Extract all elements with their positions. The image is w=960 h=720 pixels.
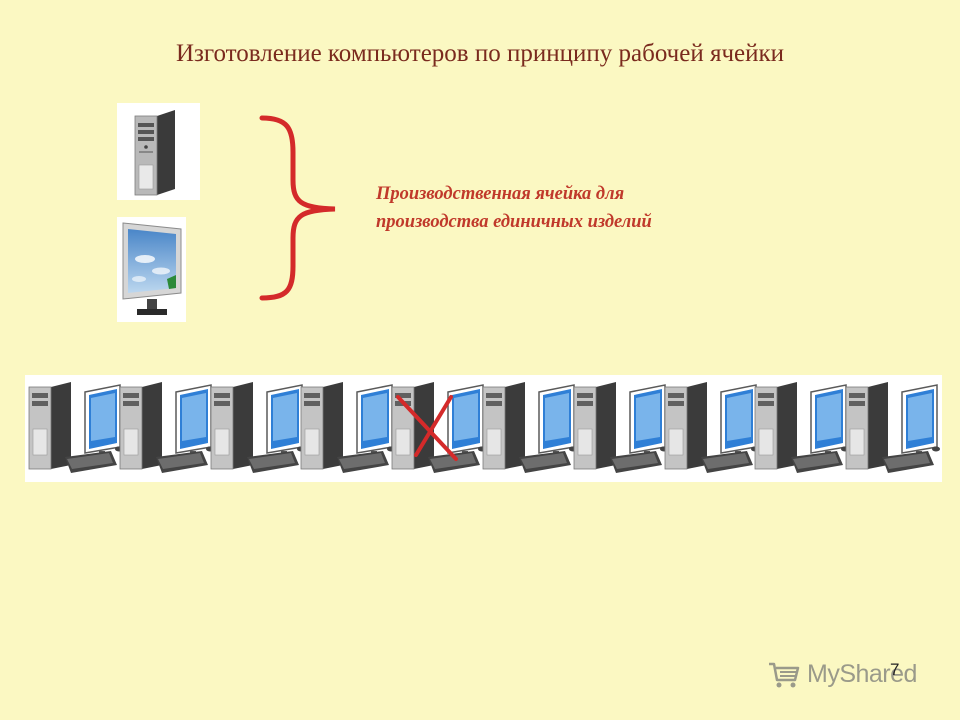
system-unit-image (117, 103, 200, 200)
cross-mark-icon (396, 395, 458, 461)
workstation (570, 379, 670, 484)
workstation (297, 379, 397, 484)
watermark-text: MyShared (807, 659, 917, 688)
workstation (207, 379, 307, 484)
monitor-image (117, 217, 186, 322)
workstation (661, 379, 761, 484)
workstation (842, 379, 942, 484)
workstation (116, 379, 216, 484)
workstation (479, 379, 579, 484)
page-number: 7 (890, 660, 900, 679)
curly-brace (259, 115, 336, 301)
workstation (25, 379, 125, 484)
workstation (751, 379, 851, 484)
myshared-watermark: MyShared (767, 654, 917, 694)
cell-caption-line-1: Производственная ячейка для (376, 184, 625, 204)
cell-caption-line-2: производства единичных изделий (376, 212, 652, 232)
workstation-strip (25, 375, 942, 482)
slide-title: Изготовление компьютеров по принципу раб… (175, 40, 785, 67)
cart-icon (769, 662, 800, 688)
cell-caption: Производственная ячейка для производства… (376, 180, 796, 236)
